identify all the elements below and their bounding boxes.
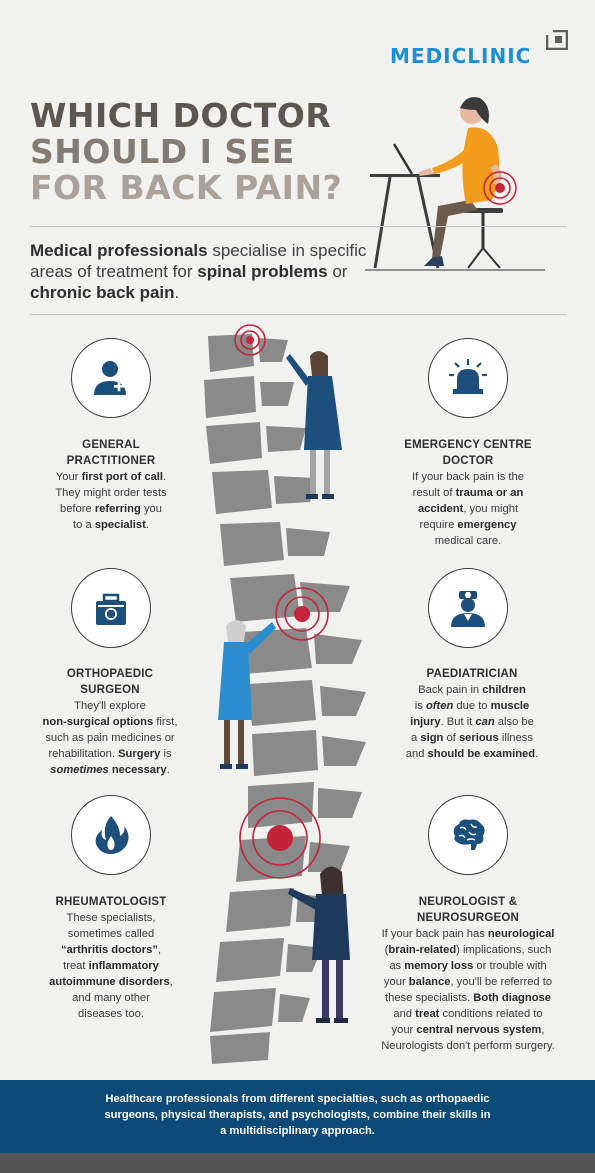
siren-icon — [449, 359, 487, 394]
rheum-block: RHEUMATOLOGIST These specialists, someti… — [38, 894, 184, 1022]
doctor-figure-2 — [218, 620, 276, 769]
rheum-icon-circle — [71, 795, 151, 875]
footer-line-2: surgeons, physical therapists, and psych… — [104, 1109, 491, 1121]
paed-icon-circle — [428, 568, 508, 648]
emergency-description: If your back pain is the result of traum… — [412, 471, 524, 547]
brand-logo-text: MEDICLINIC — [390, 44, 532, 68]
footer-line-3: a multidisciplinary approach. — [220, 1125, 375, 1137]
flame-icon — [95, 816, 129, 854]
emergency-icon-circle — [428, 338, 508, 418]
gp-description: Your first port of call. They might orde… — [55, 471, 167, 531]
neuro-icon-circle — [428, 795, 508, 875]
footer-line-1: Healthcare professionals from different … — [105, 1093, 490, 1105]
brain-icon — [453, 819, 485, 850]
doctor-figure-3 — [288, 866, 350, 1023]
user-plus-icon — [94, 361, 126, 395]
paed-title: PAEDIATRICIAN — [426, 668, 518, 680]
footer-strip — [0, 1153, 595, 1173]
rheum-title: RHEUMATOLOGIST — [55, 896, 167, 908]
brand-logo-icon — [546, 30, 568, 50]
neuro-title: NEUROLOGIST &NEUROSURGEON — [416, 896, 520, 924]
title-line-3: FOR BACK PAIN? — [30, 168, 343, 207]
title-line-1: WHICH DOCTOR — [30, 96, 332, 135]
title-line-2: SHOULD I SEE — [30, 132, 295, 171]
ortho-icon-circle — [71, 568, 151, 648]
neuro-description: If your back pain has neurological (brai… — [381, 928, 555, 1052]
spine-illustration — [204, 324, 366, 1064]
neuro-block: NEUROLOGIST &NEUROSURGEON If your back p… — [363, 894, 573, 1054]
nurse-icon — [451, 591, 485, 627]
intro-text: Medical professionals specialise in spec… — [30, 241, 367, 302]
intro-divider — [30, 314, 567, 315]
gp-icon-circle — [71, 338, 151, 418]
page-title: WHICH DOCTOR SHOULD I SEE FOR BACK PAIN? — [30, 98, 342, 206]
doctor-figure-1 — [286, 351, 342, 499]
paed-block: PAEDIATRICIAN Back pain in children is o… — [392, 666, 552, 762]
header-divider — [30, 226, 567, 227]
ortho-description: They'll explore non-surgical options fir… — [42, 700, 178, 776]
medical-kit-icon — [96, 593, 126, 625]
woman-at-desk-illustration — [365, 97, 545, 271]
footer-banner: Healthcare professionals from different … — [0, 1080, 595, 1153]
paed-description: Back pain in children is often due to mu… — [405, 684, 539, 760]
rheum-description: These specialists, sometimes called “art… — [49, 912, 173, 1020]
